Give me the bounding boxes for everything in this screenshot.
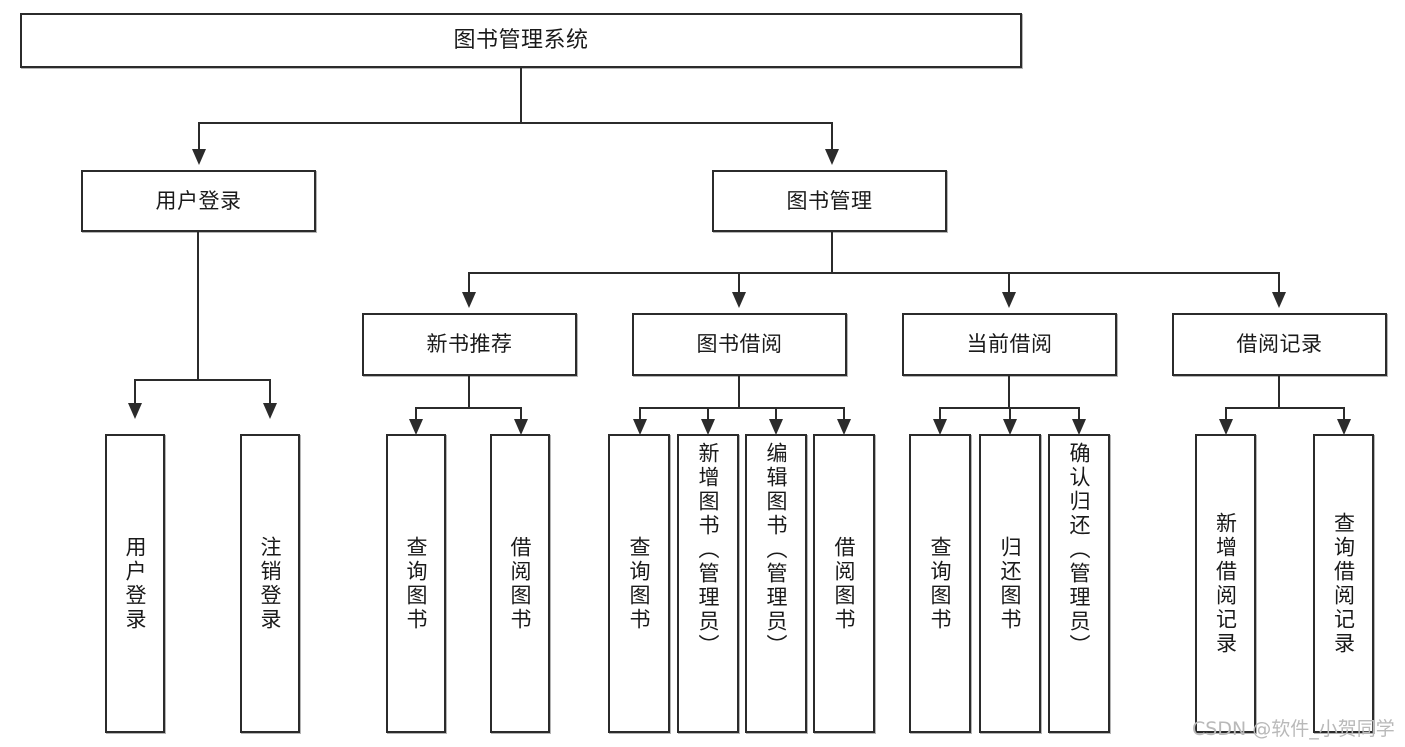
node-root-label: 图书管理系统 — [453, 27, 589, 53]
node-leaf-add-book[interactable]: 新增图书（管理员） — [677, 434, 739, 733]
node-leaf-confirm-return-label: 确认归还（管理员） — [1067, 442, 1092, 658]
arrowhead-leaf-user-login — [128, 403, 142, 419]
connector-book-manage-drop-1 — [468, 272, 470, 294]
connector-book-manage-drop-3 — [1008, 272, 1010, 294]
node-current-borrow-label: 当前借阅 — [966, 332, 1053, 357]
arrowhead-leaf-return-book — [1003, 419, 1017, 435]
connector-current-borrow-drop-2 — [1009, 407, 1011, 421]
connector-new-book-recommend-drop-2 — [520, 407, 522, 421]
arrowhead-book-manage — [825, 149, 839, 165]
arrowhead-user-login — [192, 149, 206, 165]
connector-book-borrow-stem — [738, 376, 740, 408]
connector-user-login-bus — [134, 379, 271, 381]
node-user-login[interactable]: 用户登录 — [81, 170, 316, 232]
arrowhead-leaf-borrow-book-1 — [514, 419, 528, 435]
node-leaf-edit-book-label: 编辑图书（管理员） — [764, 442, 789, 658]
node-user-login-label: 用户登录 — [155, 188, 242, 213]
node-leaf-query-book-3-label: 查询图书 — [928, 535, 953, 632]
node-current-borrow[interactable]: 当前借阅 — [902, 313, 1117, 376]
connector-root-bus — [198, 122, 833, 124]
connector-book-borrow-drop-4 — [843, 407, 845, 421]
connector-book-manage-drop-2 — [738, 272, 740, 294]
node-leaf-query-record-label: 查询借阅记录 — [1331, 511, 1356, 656]
arrowhead-leaf-add-record — [1219, 419, 1233, 435]
node-leaf-add-book-label: 新增图书（管理员） — [696, 442, 721, 658]
node-book-borrow-label: 图书借阅 — [696, 332, 783, 357]
node-leaf-return-book-label: 归还图书 — [998, 535, 1023, 632]
node-leaf-query-book-3[interactable]: 查询图书 — [909, 434, 971, 733]
connector-current-borrow-drop-1 — [939, 407, 941, 421]
node-leaf-borrow-book-2-label: 借阅图书 — [832, 535, 857, 632]
arrowhead-leaf-add-book — [701, 419, 715, 435]
arrowhead-leaf-query-record — [1337, 419, 1351, 435]
arrowhead-book-borrow — [732, 292, 746, 308]
arrowhead-leaf-query-book-2 — [633, 419, 647, 435]
arrowhead-new-book-recommend — [462, 292, 476, 308]
connector-user-login-drop-1 — [134, 379, 136, 405]
arrowhead-leaf-query-book-1 — [409, 419, 423, 435]
arrowhead-leaf-edit-book — [769, 419, 783, 435]
node-leaf-borrow-book-1-label: 借阅图书 — [508, 535, 533, 632]
connector-borrow-record-bus — [1225, 407, 1344, 409]
connector-book-manage-bus — [468, 272, 1280, 274]
connector-book-borrow-drop-3 — [775, 407, 777, 421]
node-leaf-logout-login[interactable]: 注销登录 — [240, 434, 300, 733]
node-new-book-recommend[interactable]: 新书推荐 — [362, 313, 577, 376]
connector-root-stem — [520, 68, 522, 123]
node-leaf-confirm-return[interactable]: 确认归还（管理员） — [1048, 434, 1110, 733]
connector-user-login-stem — [197, 232, 199, 380]
arrowhead-borrow-record — [1272, 292, 1286, 308]
connector-book-borrow-drop-2 — [707, 407, 709, 421]
connector-book-manage-stem — [831, 232, 833, 273]
node-leaf-query-book-2[interactable]: 查询图书 — [608, 434, 670, 733]
connector-current-borrow-stem — [1008, 376, 1010, 408]
connector-root-to-user-login — [198, 122, 200, 151]
node-leaf-query-book-2-label: 查询图书 — [627, 535, 652, 632]
arrowhead-leaf-confirm-return — [1072, 419, 1086, 435]
node-leaf-borrow-book-1[interactable]: 借阅图书 — [490, 434, 550, 733]
connector-user-login-drop-2 — [269, 379, 271, 405]
node-leaf-logout-login-label: 注销登录 — [258, 535, 283, 632]
connector-book-manage-drop-4 — [1278, 272, 1280, 294]
node-leaf-user-login[interactable]: 用户登录 — [105, 434, 165, 733]
node-leaf-query-record[interactable]: 查询借阅记录 — [1313, 434, 1374, 733]
arrowhead-current-borrow — [1002, 292, 1016, 308]
node-borrow-record-label: 借阅记录 — [1236, 332, 1323, 357]
node-leaf-query-book-1[interactable]: 查询图书 — [386, 434, 446, 733]
node-leaf-return-book[interactable]: 归还图书 — [979, 434, 1041, 733]
connector-book-borrow-drop-1 — [639, 407, 641, 421]
node-leaf-borrow-book-2[interactable]: 借阅图书 — [813, 434, 875, 733]
connector-borrow-record-stem — [1278, 376, 1280, 408]
connector-current-borrow-drop-3 — [1078, 407, 1080, 421]
node-leaf-edit-book[interactable]: 编辑图书（管理员） — [745, 434, 807, 733]
connector-borrow-record-drop-1 — [1225, 407, 1227, 421]
arrowhead-leaf-borrow-book-2 — [837, 419, 851, 435]
arrowhead-leaf-logout-login — [263, 403, 277, 419]
connector-book-borrow-bus — [639, 407, 845, 409]
arrowhead-leaf-query-book-3 — [933, 419, 947, 435]
csdn-watermark: CSDN @软件_小贺同学 — [1192, 718, 1395, 740]
node-new-book-recommend-label: 新书推荐 — [426, 332, 513, 357]
node-book-borrow[interactable]: 图书借阅 — [632, 313, 847, 376]
connector-borrow-record-drop-2 — [1343, 407, 1345, 421]
connector-new-book-recommend-drop-1 — [415, 407, 417, 421]
node-root[interactable]: 图书管理系统 — [20, 13, 1022, 68]
connector-root-to-book-manage — [831, 122, 833, 151]
node-book-manage[interactable]: 图书管理 — [712, 170, 947, 232]
node-leaf-query-book-1-label: 查询图书 — [404, 535, 429, 632]
connector-new-book-recommend-bus — [415, 407, 522, 409]
node-leaf-add-record-label: 新增借阅记录 — [1213, 511, 1238, 656]
node-book-manage-label: 图书管理 — [786, 188, 873, 213]
node-leaf-user-login-label: 用户登录 — [123, 535, 148, 632]
node-borrow-record[interactable]: 借阅记录 — [1172, 313, 1387, 376]
node-leaf-add-record[interactable]: 新增借阅记录 — [1195, 434, 1256, 733]
connector-new-book-recommend-stem — [468, 376, 470, 408]
